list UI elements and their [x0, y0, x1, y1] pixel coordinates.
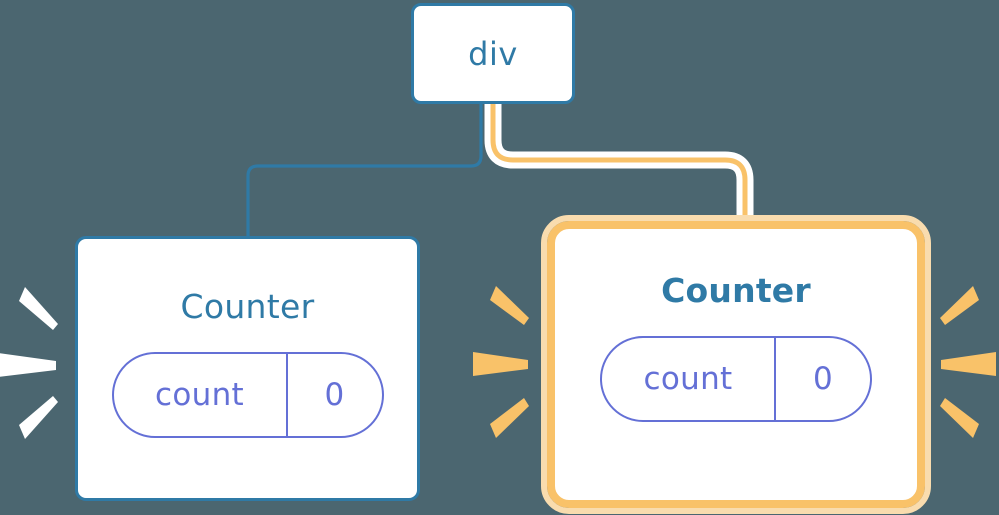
state-value: 0 [812, 361, 834, 397]
node-counter-right[interactable]: Counter count 0 [541, 215, 931, 514]
edge-div-to-counter-right [490, 104, 748, 228]
state-key: count [114, 354, 288, 436]
node-div-label: div [468, 34, 518, 73]
state-key: count [602, 338, 776, 420]
node-counter-left-label: Counter [180, 287, 315, 326]
node-counter-right-label: Counter [661, 271, 811, 310]
node-div[interactable]: div [411, 3, 575, 104]
state-value: 0 [324, 377, 345, 413]
edge-div-to-counter-right-halo [484, 104, 754, 228]
state-pill-counter-right: count 0 [600, 336, 872, 422]
state-pill-counter-left: count 0 [111, 352, 384, 438]
edge-div-to-counter-left [246, 104, 483, 236]
node-counter-left[interactable]: Counter count 0 [75, 236, 420, 501]
